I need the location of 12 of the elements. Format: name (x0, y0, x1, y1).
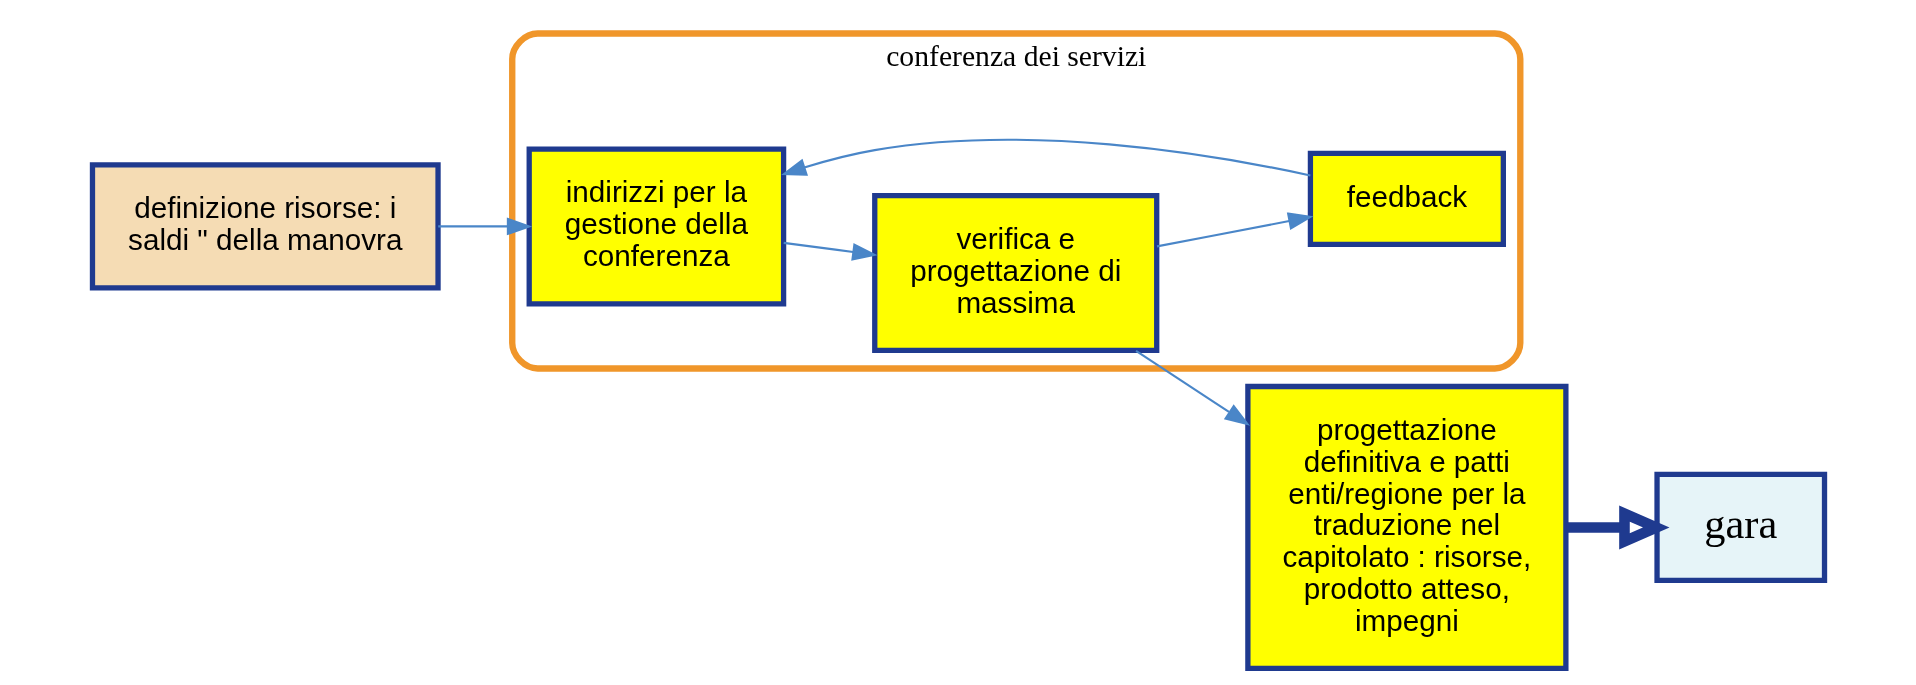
node-box: definizione risorse: i saldi " della manovra (89, 162, 441, 291)
arrow (437, 217, 532, 236)
arrow (783, 241, 878, 261)
node-box: feedback (1307, 150, 1506, 248)
node-box: verifica e progettazione di massima (871, 193, 1159, 354)
arrow (1565, 505, 1669, 550)
arrow (780, 138, 1311, 177)
node-box: indirizzi per la gestione della conferenza (526, 146, 786, 307)
arrow (1156, 212, 1314, 248)
node-box: gara (1653, 471, 1827, 584)
node-box: progettazione definitiva e patti enti/regione per la traduzione nel capitolato : risorse, prodotto atteso, impegni (1244, 383, 1569, 672)
arrow (1134, 349, 1250, 426)
